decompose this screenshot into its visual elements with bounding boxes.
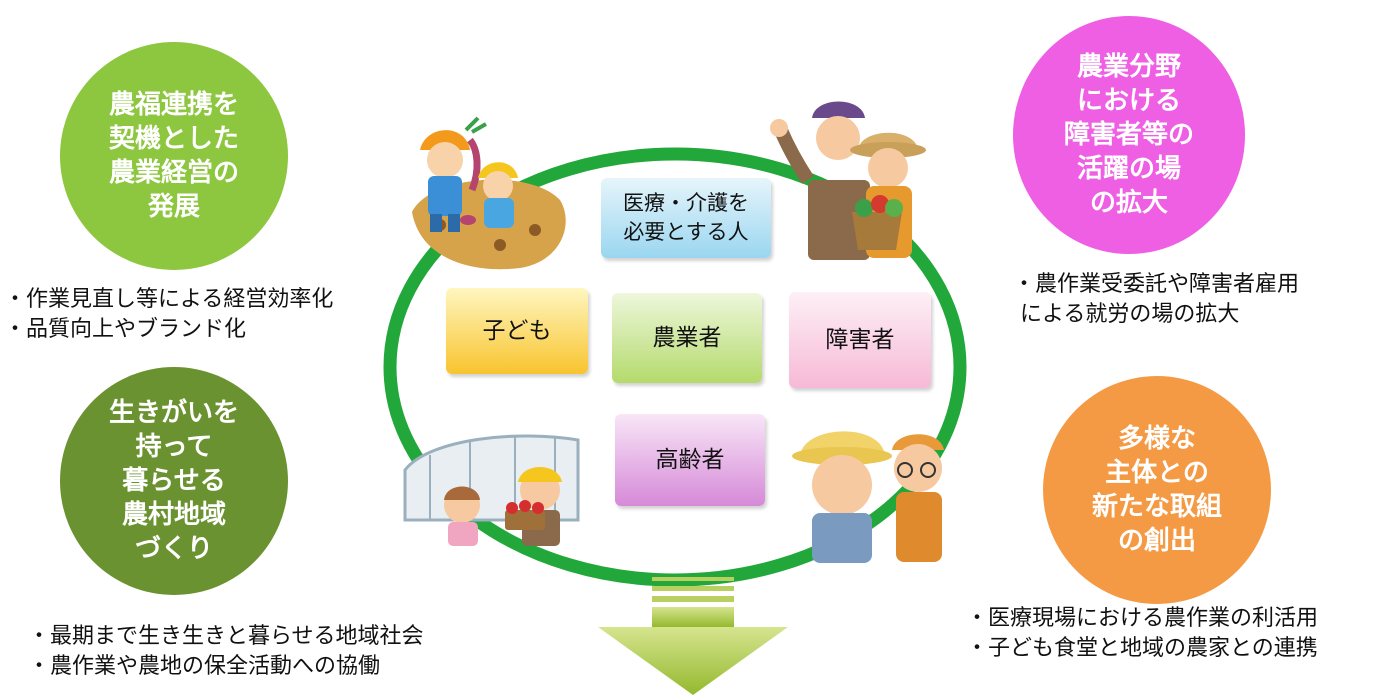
box-elderly: 高齢者 [615,414,765,506]
circle-disabled-employment: 農業分野 における 障害者等の 活躍の場 の拡大 [1013,16,1245,254]
farmer-couple-illustration [770,101,926,260]
note-new-initiatives: ・医療現場における農作業の利活用 ・子ども食堂と地域の農家との連携 [966,606,1319,661]
note-disabled-employment: ・農作業受委託や障害者雇用 による就労の場の拡大 [1013,272,1300,327]
box-children: 子ども [446,288,588,374]
box-medical-care: 医療・介護を 必要とする人 [601,178,771,258]
children-harvest-illustration [412,116,566,270]
circle-new-initiatives: 多様な 主体との 新たな取組 の創出 [1043,376,1271,604]
box-disabled: 障害者 [789,292,931,388]
greenhouse-illustration [403,434,580,546]
note-rural-community: ・最期まで生き生きと暮らせる地域社会 ・農作業や農地の保全活動への協働 [28,624,424,679]
circle-farm-management: 農福連携を 契機とした 農業経営の 発展 [60,42,288,270]
elderly-men-illustration [792,431,944,563]
down-arrow [598,577,788,695]
circle-rural-community: 生きがいを 持って 暮らせる 農村地域 づくり [60,367,288,595]
note-farm-management: ・作業見直し等による経営効率化 ・品質向上やブランド化 [4,287,334,342]
box-farmer: 農業者 [612,293,762,383]
